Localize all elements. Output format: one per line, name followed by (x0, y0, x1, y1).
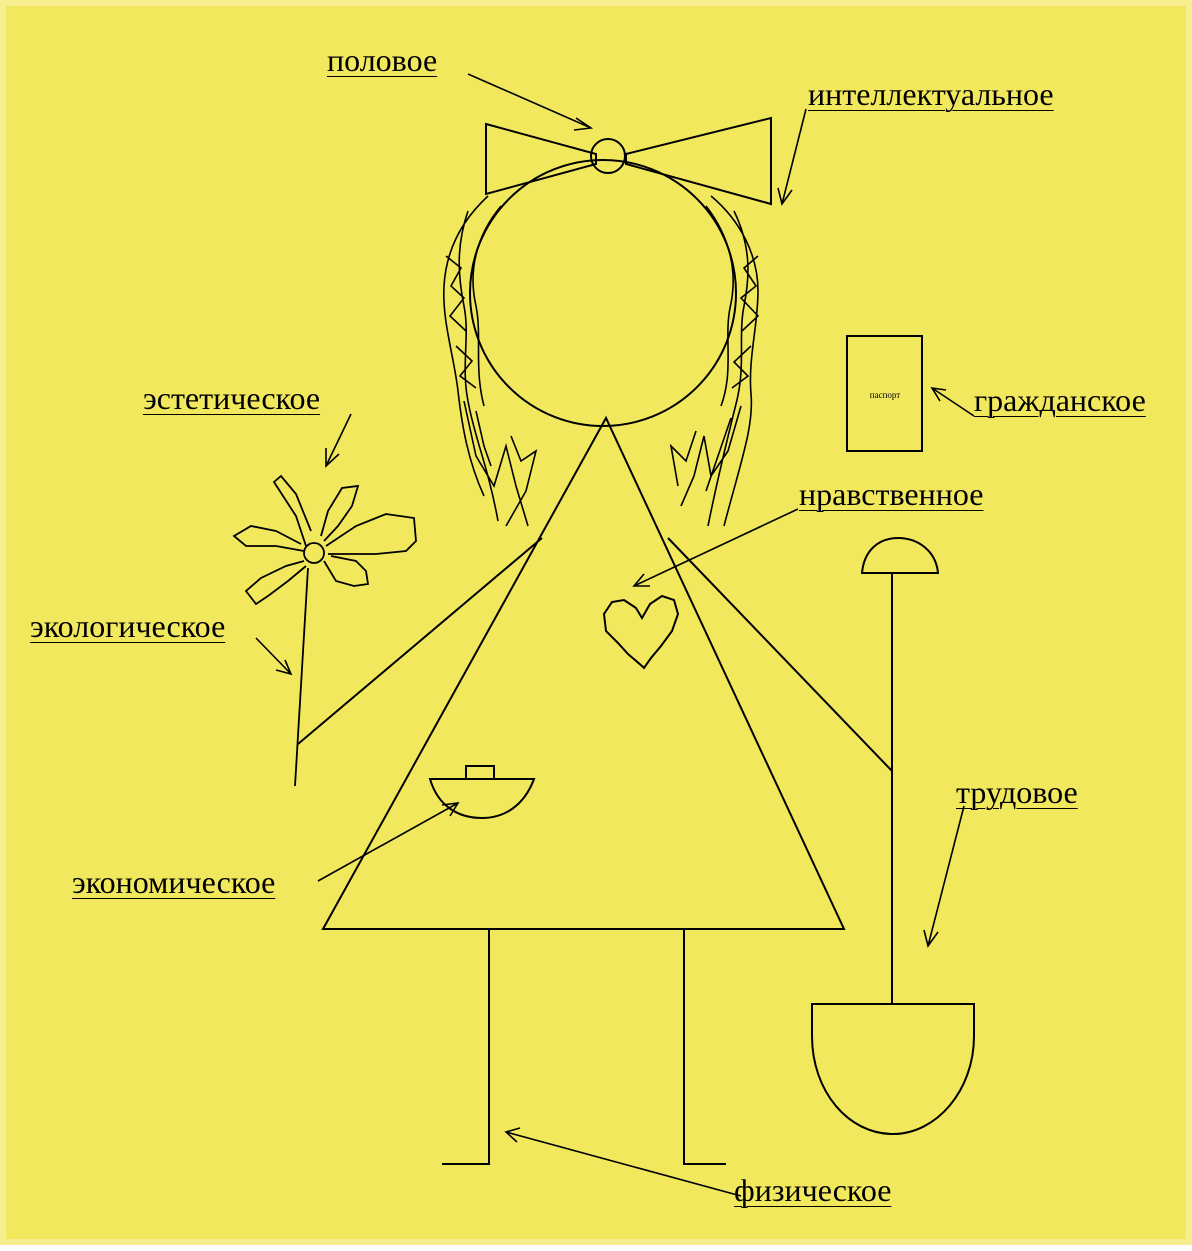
passport-icon (846, 335, 923, 452)
label-trudovoe: трудовое (956, 774, 1078, 810)
label-ekonomicheskoe: экономическое (72, 864, 276, 900)
passport-text: паспорт (869, 390, 901, 400)
hair-icon (442, 195, 760, 527)
wallet-icon (428, 765, 536, 820)
label-fizicheskoe: физическое (734, 1172, 892, 1208)
left-arm (297, 537, 543, 745)
label-esteticheskoe: эстетическое (143, 380, 321, 416)
label-intellektualnoe: интеллектуальное (808, 76, 1054, 112)
label-polovoe: половое (327, 42, 438, 78)
legs-icon (442, 929, 726, 1165)
flower-icon (232, 474, 417, 787)
heart-icon (602, 594, 680, 670)
right-arm (667, 537, 893, 772)
dress-icon (321, 415, 846, 930)
label-grazhdanskoe: гражданское (974, 382, 1146, 418)
bow-icon (485, 116, 772, 206)
arrows (255, 73, 975, 1197)
shovel-icon (811, 536, 975, 1136)
girl-diagram (232, 73, 975, 1197)
label-nravstvennoe: нравственное (799, 476, 984, 512)
head-icon (469, 159, 737, 427)
label-ekologicheskoe: экологическое (30, 608, 226, 644)
